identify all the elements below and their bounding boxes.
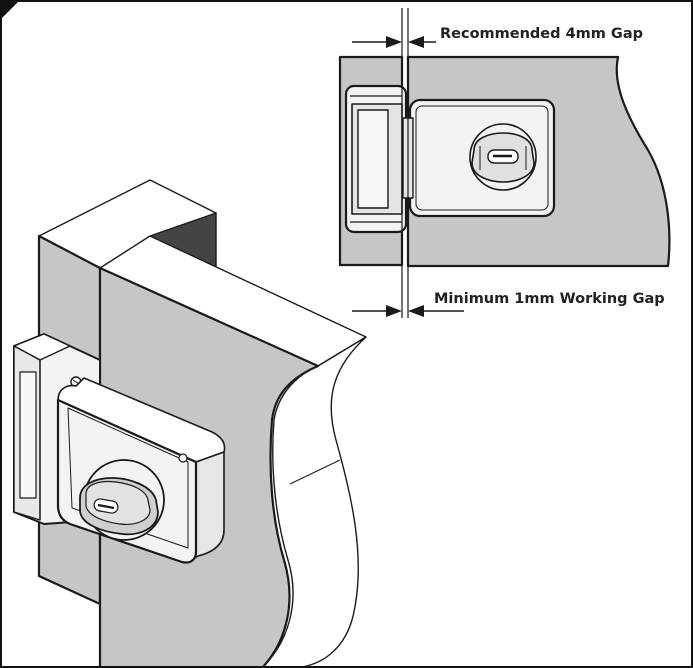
recommended-gap-label: Recommended 4mm Gap: [440, 26, 643, 42]
corner-marker: [0, 0, 20, 20]
plan-thumb-turn-icon: [469, 123, 537, 191]
minimum-gap-dimension: [352, 305, 464, 317]
recommended-gap-dimension: [352, 36, 436, 48]
minimum-gap-label: Minimum 1mm Working Gap: [434, 291, 665, 307]
plan-view: [338, 55, 671, 268]
iso-thumb-turn-icon: [79, 459, 165, 541]
gap-reference-lines: [401, 8, 409, 318]
plan-keeper: [344, 84, 408, 234]
